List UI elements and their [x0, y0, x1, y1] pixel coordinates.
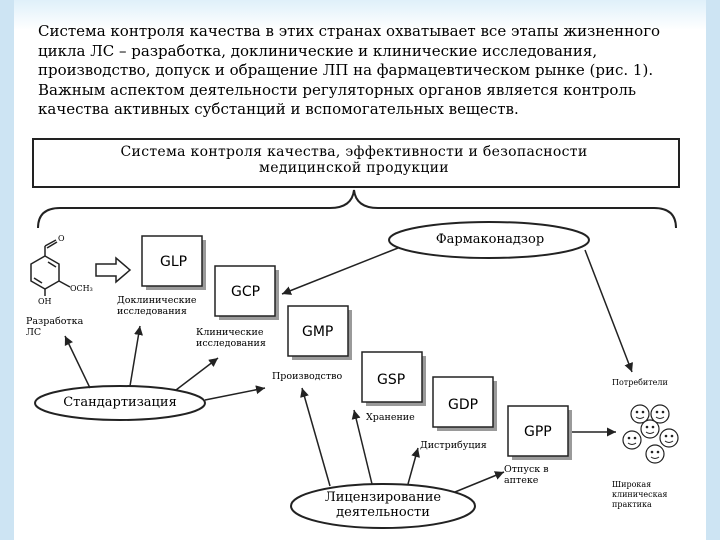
molecule-aldehyde-label: O: [58, 234, 65, 243]
license-label: Лицензирование деятельности: [300, 490, 466, 520]
practice-label: Широкая клиническая практика: [612, 480, 667, 510]
right-decor-rail: [706, 0, 720, 540]
license-label-line2: деятельности: [336, 505, 430, 520]
glp-label: GLP: [160, 254, 188, 270]
molecule-drawing: [30, 239, 71, 296]
standard-label: Стандартизация: [63, 395, 177, 410]
glp-box: [141, 235, 203, 287]
arrow-pharma-to-consumers: [584, 249, 633, 373]
pharma-label: Фармаконадзор: [435, 232, 545, 247]
intro-line: производство, допуск и обращение ЛП на ф…: [38, 61, 654, 79]
consumer-faces-icon: [622, 404, 679, 464]
intro-paragraph: Система контроля качества в этих странах…: [38, 22, 698, 120]
storage-label: Хранение: [366, 412, 415, 423]
gpp-box: [507, 405, 569, 457]
intro-line: Система контроля качества в этих странах…: [38, 22, 661, 40]
distribution-label: Дистрибуция: [420, 440, 487, 451]
gmp-label: GMP: [302, 324, 334, 340]
arrow-license-to-release: [454, 471, 505, 493]
intro-line: Важным аспектом деятельности регуляторны…: [38, 80, 637, 99]
development-label-line1: Разработка: [26, 316, 84, 327]
release-label-line2: аптеке: [504, 475, 539, 486]
gsp-label: GSP: [377, 372, 406, 388]
gmp-box: [287, 305, 349, 357]
release-label-line1: Отпуск в: [504, 464, 549, 475]
consumers-label: Потребители: [612, 378, 668, 387]
left-decor-rail: [0, 0, 14, 540]
preclinical-label: Доклинические исследования: [117, 295, 197, 317]
release-label: Отпуск в аптеке: [504, 464, 549, 486]
gdp-label: GDP: [448, 397, 479, 413]
development-arrow: [95, 256, 132, 284]
arrow-license-to-storage: [351, 409, 373, 485]
development-label-line2: ЛС: [26, 327, 42, 338]
gpp-label: GPP: [524, 424, 552, 440]
diagram-title-line1: Система контроля качества, эффективности…: [120, 144, 588, 160]
curly-brace: [37, 189, 677, 229]
production-label: Производство: [272, 371, 343, 382]
standard-oval: [34, 385, 206, 421]
arrow-license-to-production: [300, 387, 331, 487]
arrow-standard-to-production: [204, 385, 266, 401]
diagram-title: Система контроля качества, эффективности…: [38, 144, 670, 176]
gdp-box: [432, 376, 494, 428]
practice-label-line2: клиническая: [612, 490, 668, 499]
license-label-line1: Лицензирование: [324, 490, 442, 505]
practice-label-line3: практика: [612, 500, 652, 509]
arrow-standard-to-development: [64, 335, 91, 389]
gcp-label: GCP: [231, 284, 261, 300]
development-label: Разработка ЛС: [26, 316, 83, 338]
diagram-title-line2: медицинской продукции: [259, 160, 449, 176]
intro-line: цикла ЛС – разработка, доклинические и к…: [38, 41, 598, 60]
gsp-box: [361, 351, 423, 403]
arrow-standard-to-preclinical: [129, 325, 143, 387]
arrow-license-to-distribution: [407, 447, 420, 485]
preclinical-label-line1: Доклинические: [117, 295, 197, 306]
arrow-standard-to-clinical: [175, 357, 219, 391]
arrow-pharma-to-gcp: [281, 247, 399, 295]
license-oval: [290, 483, 476, 529]
pharma-oval: [388, 221, 590, 259]
title-box: [32, 138, 680, 188]
consumer-face-details: [627, 410, 674, 454]
clinical-label-line1: Клинические: [196, 327, 264, 338]
clinical-label: Клинические исследования: [196, 327, 266, 349]
practice-label-line1: Широкая: [612, 480, 652, 489]
intro-line: качества активных субстанций и вспомогат…: [38, 100, 519, 118]
molecule-hydroxyl-label: OH: [38, 297, 52, 306]
clinical-label-line2: исследования: [196, 338, 266, 349]
molecule-methoxy-label: OCH₃: [70, 284, 93, 293]
preclinical-label-line2: исследования: [117, 306, 187, 317]
gcp-box: [214, 265, 276, 317]
